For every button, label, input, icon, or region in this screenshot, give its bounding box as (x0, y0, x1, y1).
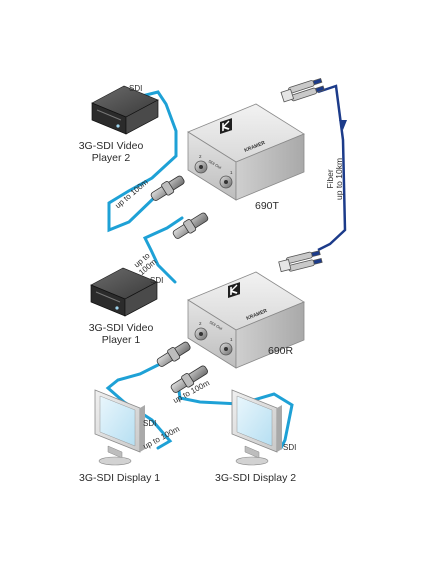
label-fiber: Fiber up to 10km (325, 157, 345, 200)
video-player-2 (91, 85, 159, 135)
cable-receiver-to-display1 (105, 363, 173, 450)
bnc-connector (156, 341, 191, 367)
label-sdi-display1: SDI (143, 419, 157, 428)
label-display-1: 3G-SDI Display 1 (79, 472, 161, 484)
receiver-port-2-label: 2 (199, 321, 202, 326)
transmitter-690t (187, 103, 305, 201)
transmitter-port-2-label: 2 (199, 154, 202, 159)
display-1 (94, 389, 145, 466)
bnc-connector (170, 365, 208, 393)
label-player-1-line1: 3G-SDI Video (88, 322, 154, 334)
label-player-2-line2: Player 2 (91, 151, 131, 164)
label-player-2: 3G-SDI Video Player 2 (66, 140, 156, 164)
label-690t: 690T (255, 200, 279, 212)
bnc-connector (172, 212, 209, 239)
video-player-1 (90, 267, 158, 317)
bnc-connector (150, 175, 185, 201)
label-display-2: 3G-SDI Display 2 (215, 472, 297, 484)
bnc-connectors (150, 175, 209, 393)
fiber-arrow-icon (339, 120, 347, 130)
label-fiber-line2: up to 10km (334, 157, 345, 200)
label-sdi-display2: SDI (283, 443, 297, 452)
fiber-connector-bottom (278, 250, 323, 273)
receiver-sdi-out-text: SDI Out (209, 320, 225, 332)
label-player-2-line1: 3G-SDI Video (78, 140, 144, 152)
label-690r: 690R (268, 345, 294, 357)
cable-player1-to-transmitter (142, 216, 184, 284)
transmitter-sdi-out-text: SDI Out (208, 159, 224, 171)
display-2 (231, 389, 282, 466)
receiver-port-2 (194, 327, 208, 341)
transmitter-port-2 (194, 160, 208, 174)
label-player-1-line2: Player 1 (101, 333, 141, 346)
sdi-cables (105, 90, 294, 450)
fiber-connector-top (280, 77, 325, 103)
kramer-logo-icon (220, 118, 232, 134)
label-sdi-player1: SDI (150, 276, 164, 285)
receiver-port-1 (219, 342, 233, 356)
cable-player2-to-transmitter (107, 90, 178, 233)
kramer-logo-icon (228, 282, 240, 298)
receiver-port-1-label: 1 (230, 337, 233, 342)
transmitter-port-1-label: 1 (230, 170, 233, 175)
label-player-1: 3G-SDI Video Player 1 (76, 322, 166, 346)
fiber-link (317, 84, 347, 252)
cable-receiver-to-display2 (176, 382, 294, 450)
receiver-690r (187, 271, 305, 369)
transmitter-port-1 (219, 175, 233, 189)
label-sdi-player2: SDI (129, 84, 143, 93)
